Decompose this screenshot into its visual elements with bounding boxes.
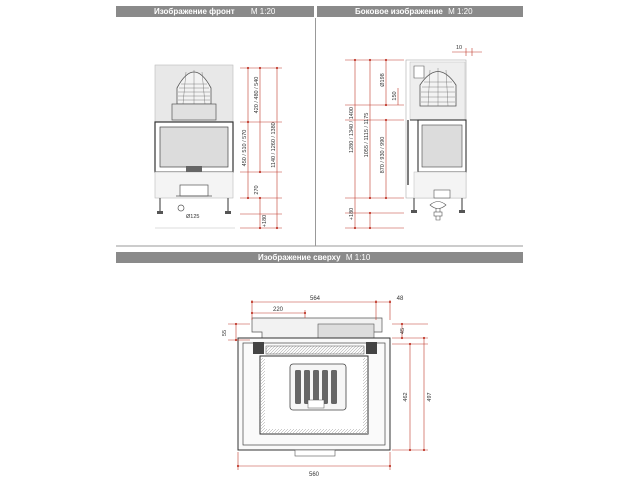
side-dim-low: 870 / 930 / 990 (380, 137, 386, 174)
side-dimensions (345, 48, 482, 229)
front-dim-flue: Ø125 (186, 214, 199, 220)
top-dimensions (228, 300, 428, 470)
top-left-post (253, 342, 264, 354)
side-base (413, 171, 467, 199)
top-view-scale: M 1:10 (345, 253, 371, 262)
front-dim-low: 270 (254, 185, 260, 194)
side-dim-top-offset: 10 (456, 45, 462, 51)
side-glass (421, 124, 463, 168)
side-dim-small: 150 (392, 91, 398, 100)
front-dim-outer: 1140 / 1260 / 1380 (271, 122, 277, 167)
side-flue-pipe (413, 65, 425, 79)
top-view-header: Изображение сверху M 1:10 (116, 252, 523, 263)
side-dim-outer: 1280 / 1340 / 1400 (349, 107, 355, 153)
side-view-drawing (405, 59, 467, 221)
side-dim-top-small: Ø198 (380, 73, 386, 86)
front-view-header: Изображение фронт M 1:20 (116, 6, 314, 17)
top-dim-left-offset: 220 (273, 307, 284, 313)
front-dim-upper: 420 / 480 / 540 (254, 77, 260, 114)
top-view-drawing (237, 317, 391, 457)
side-view-header: Боковое изображение M 1:20 (317, 6, 523, 17)
top-dim-depth-outer: 497 (427, 392, 433, 401)
front-view-scale: M 1:20 (250, 7, 276, 16)
top-dim-depth-inner: 462 (403, 392, 409, 401)
front-view-title: Изображение фронт (154, 7, 235, 16)
front-door-handle (186, 166, 202, 172)
top-view-title: Изображение сверху (258, 253, 341, 262)
front-smoke-collar (171, 103, 217, 121)
top-front-rail (265, 345, 365, 355)
front-view-drawing (154, 64, 235, 229)
front-dim-mid: 450 / 510 / 570 (242, 130, 248, 167)
side-view-title: Боковое изображение (355, 7, 443, 16)
top-dim-right-top: 45 (400, 328, 406, 334)
top-dim-left-depth: 55 (222, 330, 228, 336)
front-dim-bottom: +180 (262, 215, 268, 227)
side-dim-bottom: +180 (349, 208, 355, 220)
front-flue-outlet (177, 204, 185, 212)
side-dim-mid: 1055 / 1115 / 1175 (364, 113, 370, 158)
top-dim-right-small: 48 (397, 296, 404, 302)
top-dim-width-inner: 564 (310, 296, 321, 302)
front-glass (159, 126, 229, 168)
top-front-lip (294, 449, 336, 457)
top-dim-width-outer: 560 (309, 472, 320, 478)
top-right-post (366, 342, 377, 354)
side-air-inlet (429, 201, 447, 209)
front-ash-box (179, 184, 209, 197)
side-view-scale: M 1:20 (448, 7, 473, 16)
